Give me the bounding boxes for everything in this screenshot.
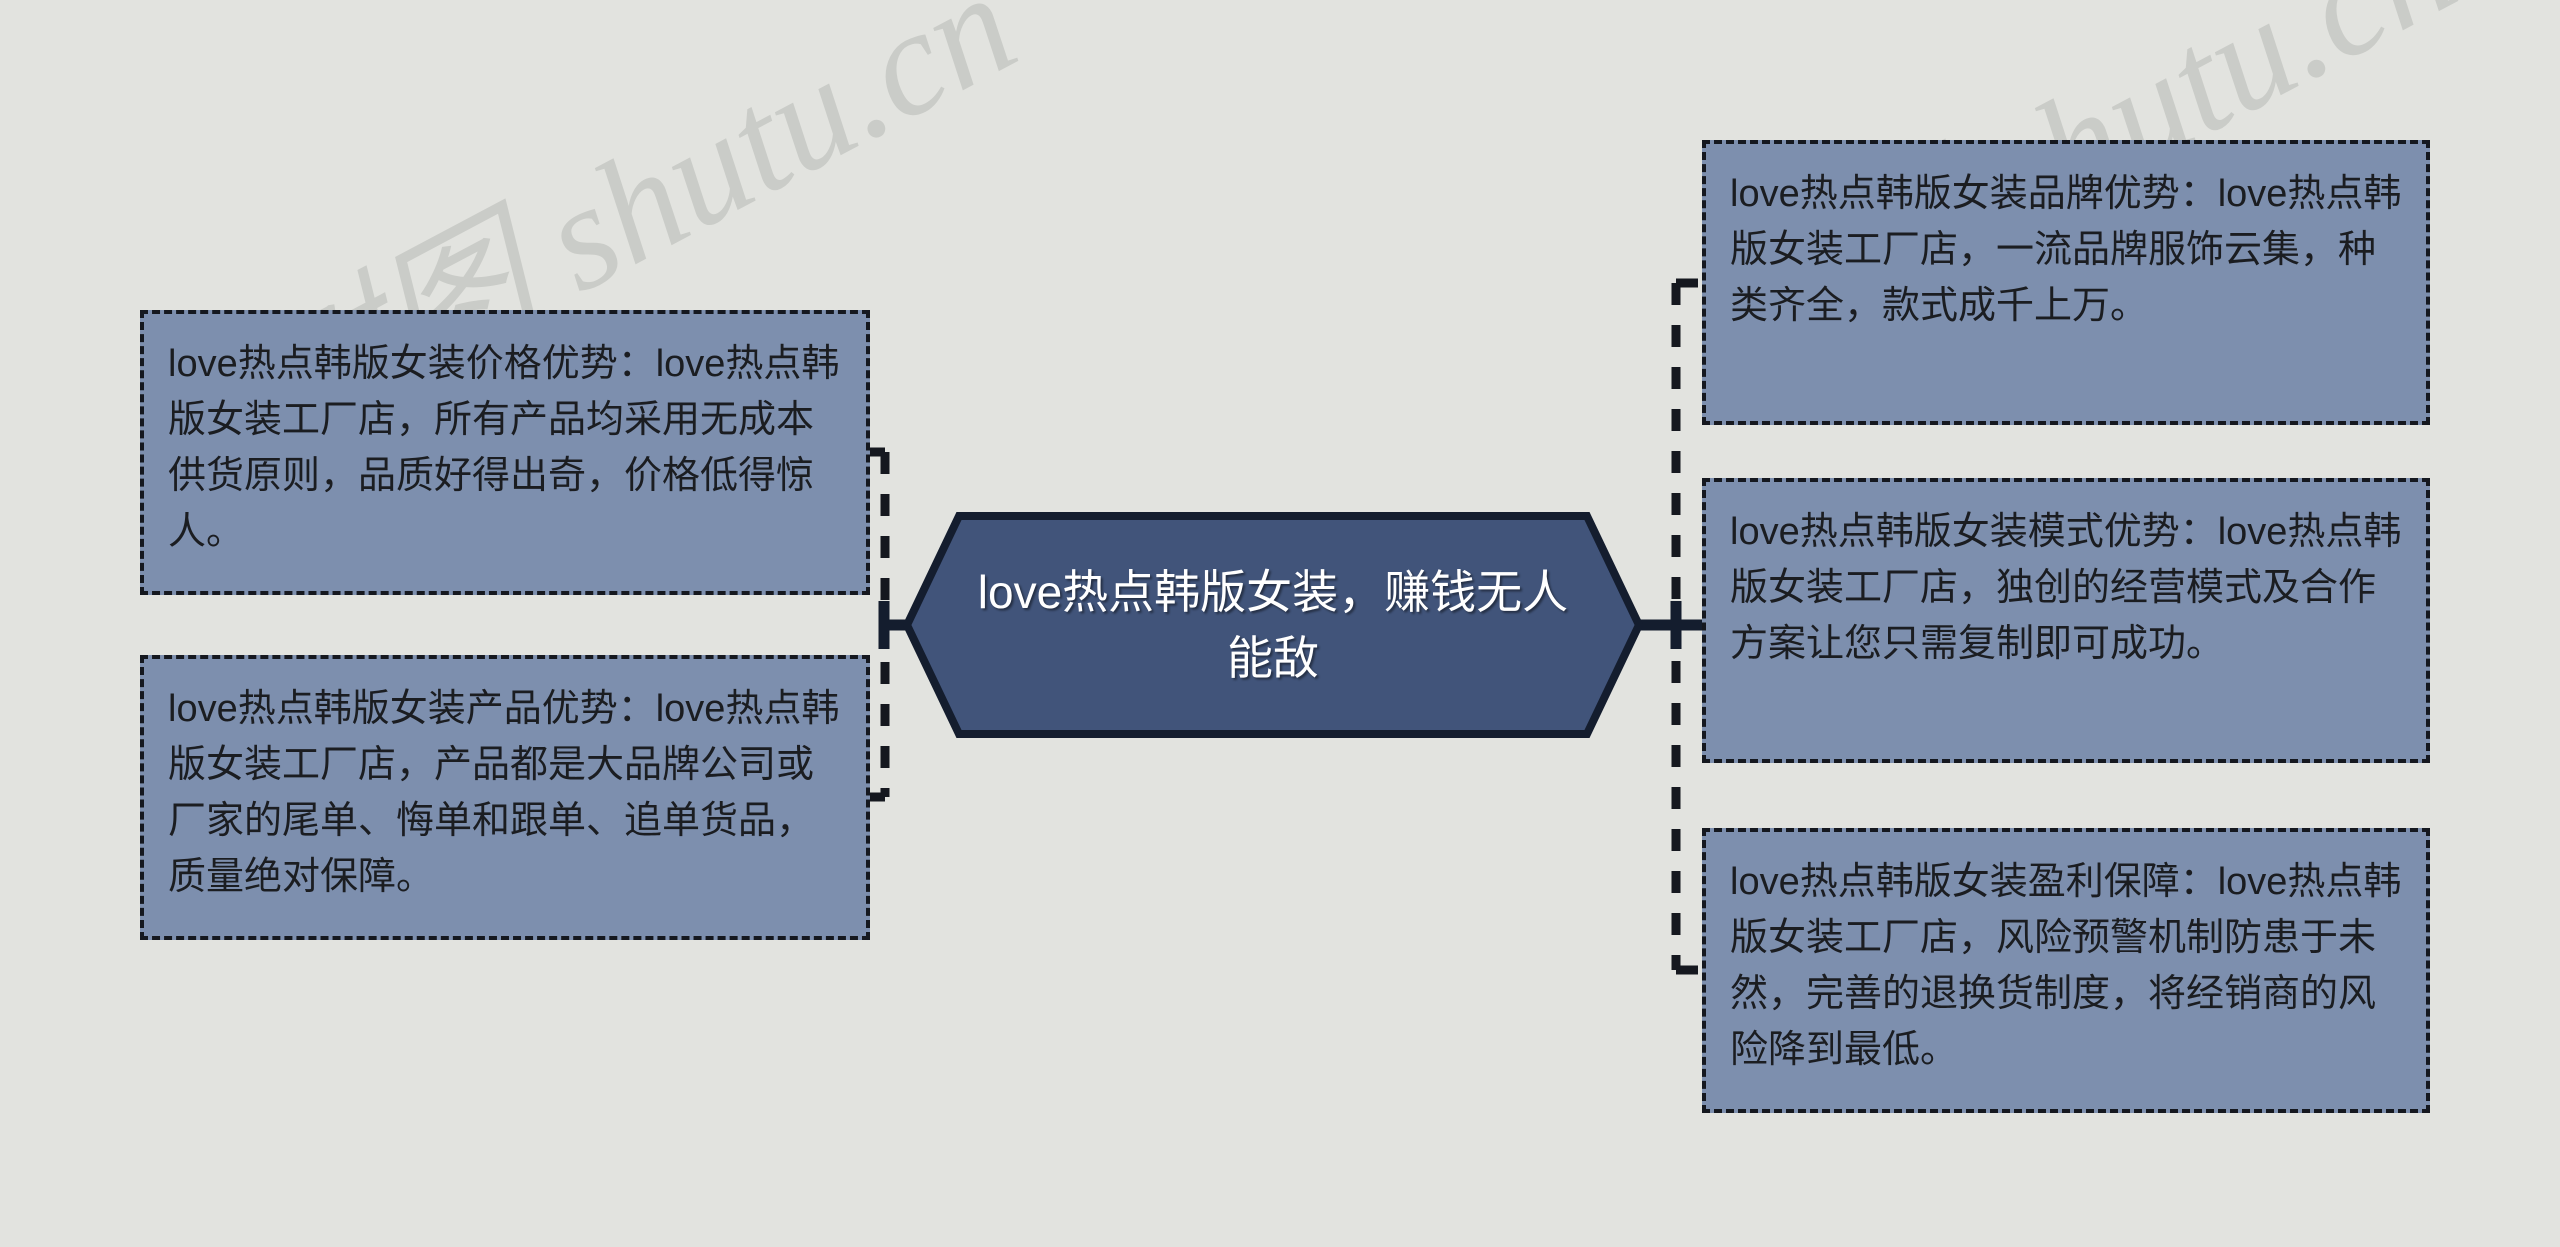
node-center-topic-label: love热点韩版女装，赚钱无人能敌	[977, 566, 1569, 684]
node-product-advantage[interactable]: love热点韩版女装产品优势：love热点韩版女装工厂店，产品都是大品牌公司或厂…	[140, 655, 870, 940]
node-price-advantage-label: love热点韩版女装价格优势：love热点韩版女装工厂店，所有产品均采用无成本供…	[168, 343, 840, 553]
node-mode-advantage-label: love热点韩版女装模式优势：love热点韩版女装工厂店，独创的经营模式及合作方…	[1730, 511, 2402, 665]
node-profit-guarantee[interactable]: love热点韩版女装盈利保障：love热点韩版女装工厂店，风险预警机制防患于未然…	[1702, 828, 2430, 1113]
node-profit-guarantee-label: love热点韩版女装盈利保障：love热点韩版女装工厂店，风险预警机制防患于未然…	[1730, 861, 2402, 1071]
node-brand-advantage-label: love热点韩版女装品牌优势：love热点韩版女装工厂店，一流品牌服饰云集，种类…	[1730, 173, 2402, 327]
node-price-advantage[interactable]: love热点韩版女装价格优势：love热点韩版女装工厂店，所有产品均采用无成本供…	[140, 310, 870, 595]
node-center-topic[interactable]: love热点韩版女装，赚钱无人能敌	[902, 512, 1644, 738]
node-product-advantage-label: love热点韩版女装产品优势：love热点韩版女装工厂店，产品都是大品牌公司或厂…	[168, 688, 840, 898]
node-mode-advantage[interactable]: love热点韩版女装模式优势：love热点韩版女装工厂店，独创的经营模式及合作方…	[1702, 478, 2430, 763]
node-brand-advantage[interactable]: love热点韩版女装品牌优势：love热点韩版女装工厂店，一流品牌服饰云集，种类…	[1702, 140, 2430, 425]
